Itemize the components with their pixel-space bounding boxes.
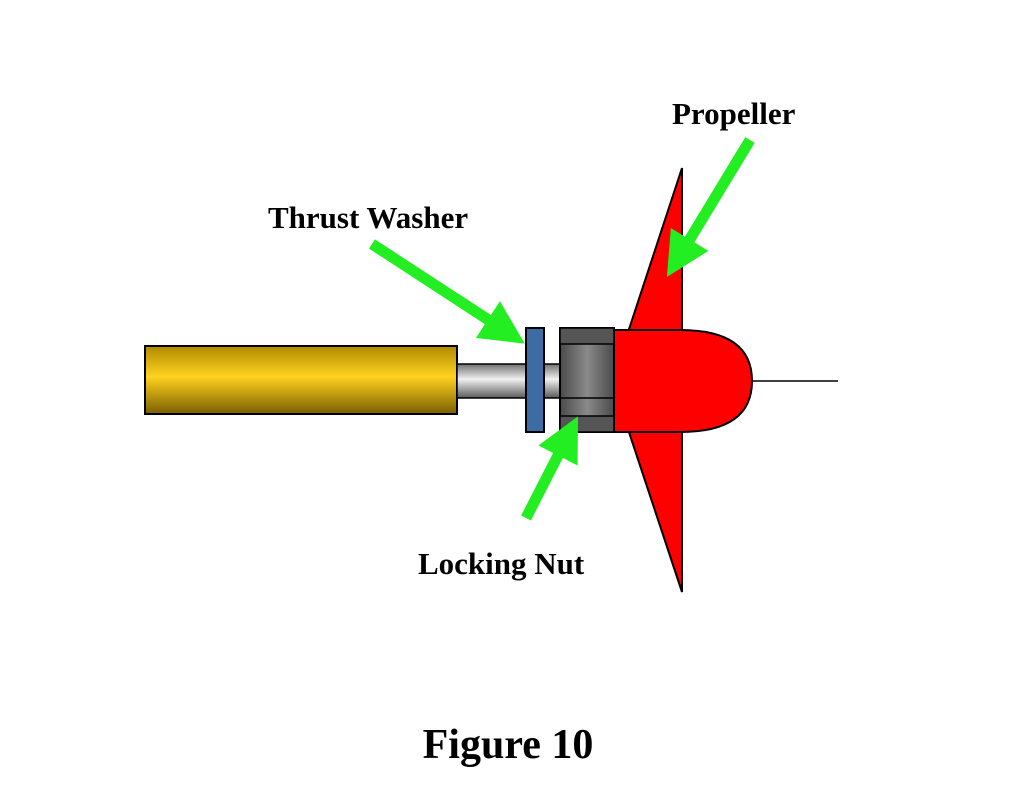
- propeller-hub: [611, 329, 754, 433]
- thrust-washer-arrow: [368, 239, 525, 344]
- thrust-washer: [525, 327, 545, 433]
- propeller-arrow: [666, 137, 755, 278]
- locking-nut-label: Locking Nut: [418, 546, 585, 581]
- thrust-washer-label: Thrust Washer: [268, 200, 468, 235]
- locking-nut: [559, 327, 615, 433]
- locking-nut-arrow: [521, 416, 579, 521]
- shaft-housing: [144, 345, 458, 415]
- shaft: [456, 363, 563, 399]
- figure-caption: Figure 10: [423, 722, 594, 768]
- propeller-label: Propeller: [672, 96, 796, 131]
